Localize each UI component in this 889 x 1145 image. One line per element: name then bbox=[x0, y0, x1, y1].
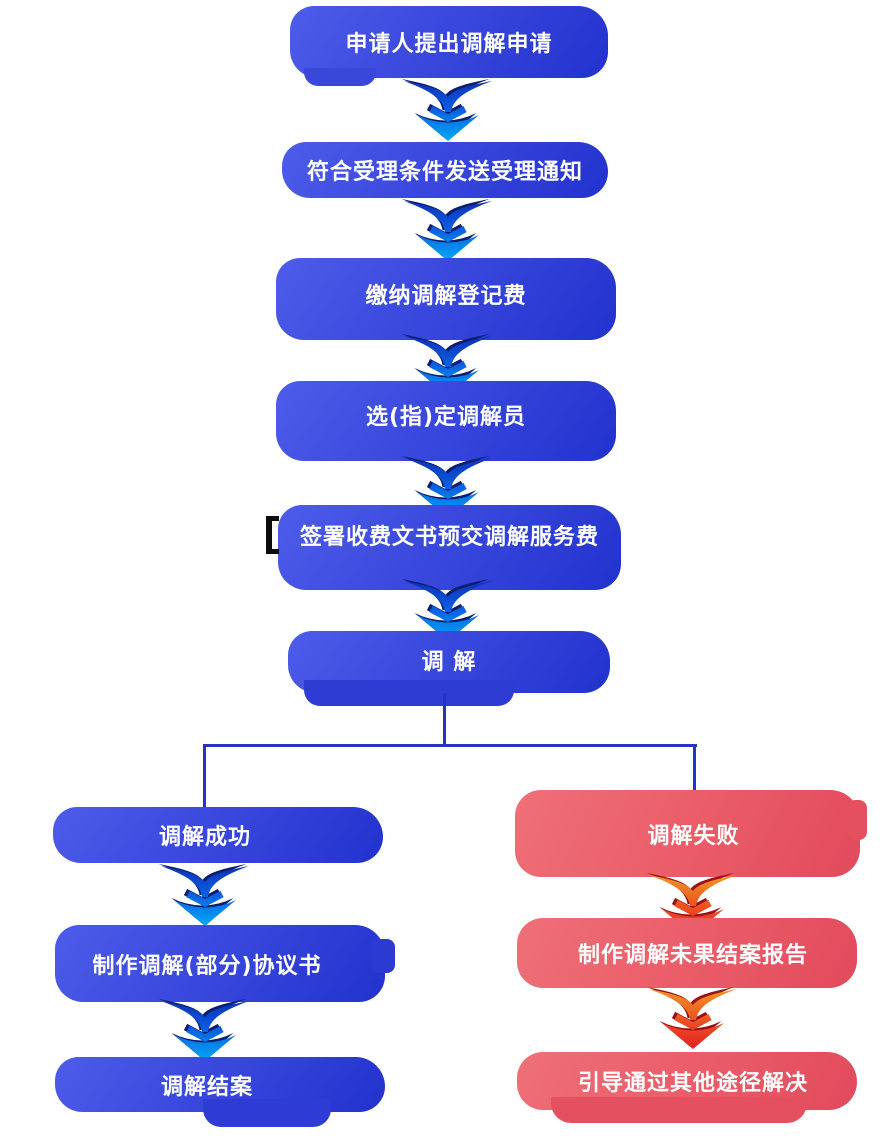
decorative-bump bbox=[371, 939, 395, 973]
flow-node-label: 调解结案 bbox=[160, 1074, 253, 1100]
connector-line-right bbox=[693, 744, 696, 792]
down-arrow-icon bbox=[157, 998, 250, 1062]
flow-node-label: 申请人提出调解申请 bbox=[345, 32, 553, 57]
flow-node-close-case: 调解结案 bbox=[55, 1057, 385, 1127]
flow-node-select-mediator: 选(指)定调解员 bbox=[276, 381, 616, 461]
flow-node-accept-notice: 符合受理条件发送受理通知 bbox=[282, 142, 608, 198]
decorative-bump bbox=[304, 680, 514, 706]
flow-node-label: 调解失败 bbox=[647, 823, 740, 849]
flow-node-failure-report: 制作调解未果结案报告 bbox=[517, 918, 857, 988]
flow-node-other-channels: 引导通过其他途径解决 bbox=[517, 1052, 857, 1123]
flow-node-label: 引导通过其他途径解决 bbox=[577, 1071, 808, 1096]
decorative-bump bbox=[203, 1099, 331, 1127]
decorative-bump bbox=[847, 800, 867, 840]
down-arrow-icon bbox=[400, 78, 493, 142]
flow-node-mediation: 调 解 bbox=[288, 631, 610, 706]
connector-line-horizontal bbox=[203, 744, 697, 747]
down-arrow-icon bbox=[157, 863, 250, 927]
ink-mark bbox=[266, 516, 279, 554]
flow-node-label: 制作调解(部分)协议书 bbox=[92, 953, 322, 979]
down-arrow-red-icon bbox=[645, 986, 738, 1050]
flow-node-label: 选(指)定调解员 bbox=[365, 405, 527, 430]
flow-node-label: 调 解 bbox=[421, 650, 477, 675]
flow-node-failure: 调解失败 bbox=[515, 790, 867, 877]
flow-node-agreement: 制作调解(部分)协议书 bbox=[55, 925, 395, 1002]
connector-line-left bbox=[203, 744, 206, 807]
decorative-bump bbox=[551, 1097, 807, 1123]
flow-node-label: 制作调解未果结案报告 bbox=[577, 943, 808, 968]
decorative-bump bbox=[304, 68, 376, 86]
down-arrow-icon bbox=[400, 198, 493, 262]
flow-node-success: 调解成功 bbox=[53, 807, 383, 863]
flow-node-label: 缴纳调解登记费 bbox=[365, 284, 527, 309]
flow-node-label: 签署收费文书预交调解服务费 bbox=[299, 524, 599, 550]
flow-node-registration-fee: 缴纳调解登记费 bbox=[276, 258, 616, 340]
flow-node-label: 调解成功 bbox=[158, 825, 251, 850]
connector-line-stem bbox=[443, 693, 446, 746]
flow-node-label: 符合受理条件发送受理通知 bbox=[306, 160, 583, 185]
flow-node-apply: 申请人提出调解申请 bbox=[290, 6, 608, 86]
